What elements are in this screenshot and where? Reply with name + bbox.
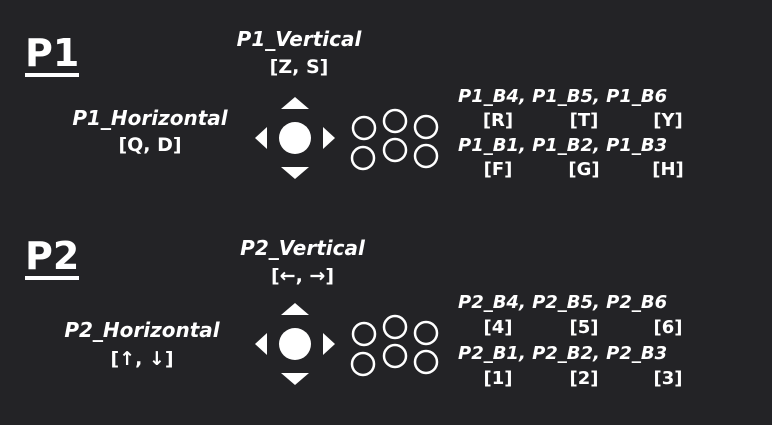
p2-b2-key: [2] <box>569 368 599 389</box>
button-circle-icon <box>413 114 439 140</box>
p1-vertical-keys: [Z, S] <box>269 56 329 78</box>
dpad-down-arrow-icon <box>281 167 309 179</box>
p1-stick-icon <box>279 122 311 154</box>
p2-button-circles-icon <box>350 314 439 377</box>
button-circle-icon <box>350 351 376 377</box>
button-circle-icon <box>413 320 439 346</box>
p1-b6-key: [Y] <box>653 110 683 131</box>
dpad-up-arrow-icon <box>281 303 309 315</box>
p2-b1-key: [1] <box>483 368 513 389</box>
p1-horizontal-keys: [Q, D] <box>118 134 182 156</box>
button-circle-icon <box>382 108 408 134</box>
button-circle-icon <box>350 145 376 171</box>
p2-vertical-keys: [←, →] <box>270 265 335 287</box>
p1-b4-key: [R] <box>482 110 514 131</box>
button-circle-icon <box>413 143 439 169</box>
button-circle-icon <box>382 137 408 163</box>
p1-b2-key: [G] <box>568 159 600 180</box>
p2-stick-icon <box>279 328 311 360</box>
button-circle-icon <box>351 115 377 141</box>
p1-vertical-name: P1_Vertical <box>236 27 362 51</box>
p1-dpad-icon <box>255 97 335 179</box>
dpad-up-arrow-icon <box>281 97 309 109</box>
dpad-right-arrow-icon <box>323 127 335 149</box>
dpad-down-arrow-icon <box>281 373 309 385</box>
p2-horizontal-name: P2_Horizontal <box>64 318 220 342</box>
p1-bottom-button-names: P1_B1, P1_B2, P1_B3 <box>458 135 668 156</box>
p1-horizontal-name: P1_Horizontal <box>72 106 228 130</box>
dpad-left-arrow-icon <box>255 127 267 149</box>
p2-b5-key: [5] <box>569 317 599 338</box>
p2-b6-key: [6] <box>653 317 683 338</box>
dpad-left-arrow-icon <box>255 333 267 355</box>
p2-label: P2 <box>25 234 80 280</box>
p1-top-button-names: P1_B4, P1_B5, P1_B6 <box>458 86 668 107</box>
button-circle-icon <box>382 314 408 340</box>
p2-top-button-names: P2_B4, P2_B5, P2_B6 <box>458 292 668 313</box>
p1-label: P1 <box>25 31 80 77</box>
p1-button-circles-icon <box>350 108 439 171</box>
p2-b3-key: [3] <box>653 368 683 389</box>
p2-horizontal-keys: [↑, ↓] <box>110 348 174 370</box>
p2-vertical-name: P2_Vertical <box>240 236 365 260</box>
p1-b3-key: [H] <box>652 159 684 180</box>
button-circle-icon <box>351 321 377 347</box>
p1-b5-key: [T] <box>569 110 599 131</box>
dpad-right-arrow-icon <box>323 333 335 355</box>
p1-b1-key: [F] <box>483 159 513 180</box>
button-circle-icon <box>413 349 439 375</box>
p2-bottom-button-names: P2_B1, P2_B2, P2_B3 <box>458 343 668 364</box>
p2-dpad-icon <box>255 303 335 385</box>
p2-b4-key: [4] <box>483 317 513 338</box>
button-circle-icon <box>382 343 408 369</box>
